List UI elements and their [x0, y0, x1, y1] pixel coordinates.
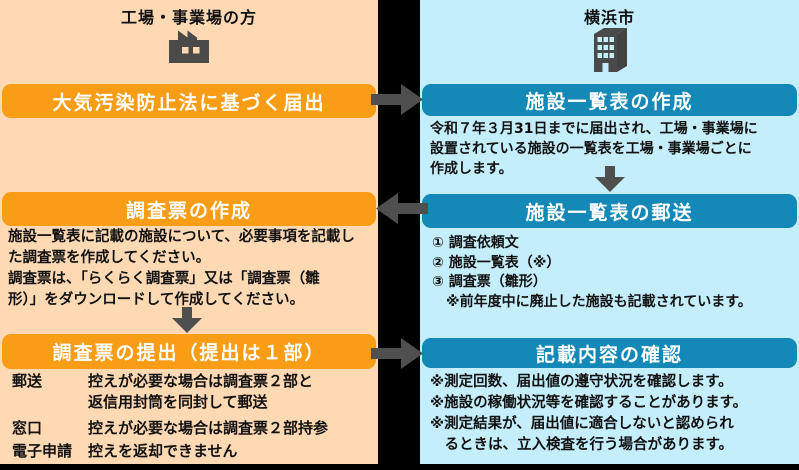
node-survey-form-submission: 調査票の提出（提出は１部） — [2, 334, 376, 369]
node-air-pollution-notification: 大気汚染防止法に基づく届出 — [2, 84, 376, 118]
submission-method-row-mail: 郵送 控えが必要な場合は調査票２部と 返信用封筒を同封して郵送 — [12, 371, 313, 413]
right-panel-title: 横浜市 — [583, 8, 635, 27]
node-label: 調査票の作成 — [125, 199, 252, 222]
submission-method-row-electronic: 電子申請 控えを返却できません — [12, 441, 238, 462]
arrow-right-icon — [371, 84, 423, 115]
arrow-left-icon — [376, 193, 428, 224]
arrow-down-icon — [172, 307, 202, 333]
arrow-down-icon — [595, 166, 625, 192]
node-label: 記載内容の確認 — [535, 343, 683, 366]
arrow-right-icon — [371, 338, 423, 369]
facility-list-creation-note: 令和７年３月31日までに届出され、工場・事業場に 設置されている施設の一覧表を工… — [430, 121, 758, 177]
node-label: 調査票の提出（提出は１部） — [52, 342, 326, 364]
method-text: 控えが必要な場合は調査票２部持参 — [88, 419, 329, 437]
node-content-check: 記載内容の確認 — [422, 338, 797, 368]
method-label: 郵送 — [12, 372, 43, 390]
factory-icon — [0, 26, 378, 64]
node-survey-form-creation: 調査票の作成 — [2, 192, 376, 226]
panel-factory-operator: 工場・事業場の方 大気汚染防止法に基づく届出 調査票の作成 施設一覧表に記載の施… — [0, 0, 378, 464]
node-label: 施設一覧表の郵送 — [525, 201, 694, 224]
node-label: 大気汚染防止法に基づく届出 — [52, 91, 326, 114]
building-icon — [420, 26, 799, 72]
mailing-contents-list: ① 調査依頼文 ② 施設一覧表（※） ③ 調査票（雛形） ※前年度中に廃止した施… — [432, 235, 752, 310]
node-facility-list-mailing: 施設一覧表の郵送 — [422, 194, 797, 228]
method-text: 控えを返却できません — [88, 442, 238, 460]
node-label: 施設一覧表の作成 — [525, 90, 694, 113]
submission-method-row-counter: 窓口 控えが必要な場合は調査票２部持参 — [12, 418, 328, 439]
survey-form-creation-note: 施設一覧表に記載の施設について、必要事項を記載し た調査票を作成してください。 … — [8, 229, 355, 308]
left-panel-title: 工場・事業場の方 — [120, 8, 257, 27]
method-label: 電子申請 — [12, 442, 73, 460]
content-check-notes: ※測定回数、届出値の遵守状況を確認します。 ※施設の稼働状況等を確認することがあ… — [430, 374, 748, 453]
method-label: 窓口 — [12, 419, 43, 437]
node-facility-list-creation: 施設一覧表の作成 — [422, 84, 797, 116]
method-text: 控えが必要な場合は調査票２部と 返信用封筒を同封して郵送 — [88, 372, 314, 411]
panel-yokohama-city: 横浜市 施設一覧表の作成 令和７年３月31日までに届出され、工場・事業場 — [420, 0, 799, 464]
